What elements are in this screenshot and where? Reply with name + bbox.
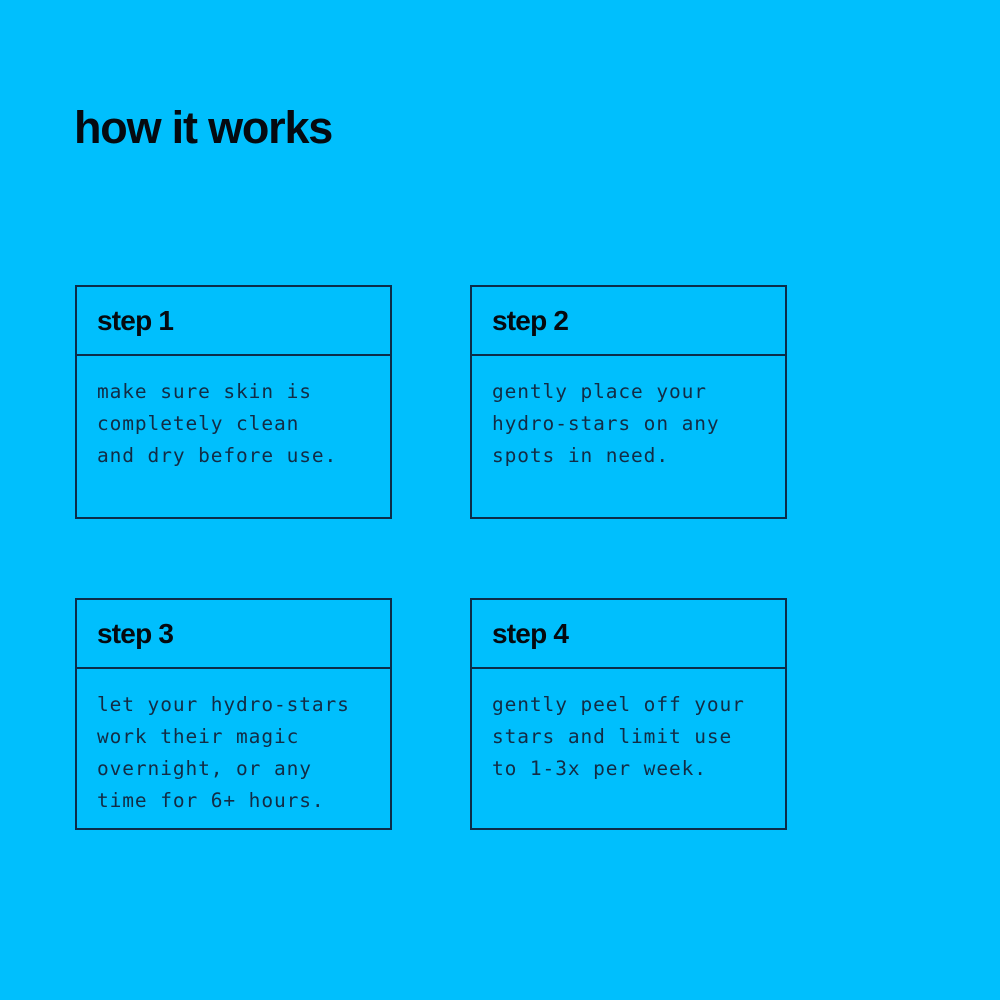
step-card-header-3: step 3 bbox=[77, 600, 390, 669]
step-card-text-2: gently place your hydro-stars on any spo… bbox=[492, 380, 720, 467]
steps-grid: step 1 make sure skin is completely clea… bbox=[75, 285, 787, 830]
step-card-header-4: step 4 bbox=[472, 600, 785, 669]
step-card-body-4: gently peel off your stars and limit use… bbox=[472, 669, 785, 828]
step-card-body-2: gently place your hydro-stars on any spo… bbox=[472, 356, 785, 517]
step-card-text-3: let your hydro-stars work their magic ov… bbox=[97, 693, 350, 812]
page-title: how it works bbox=[74, 102, 333, 153]
step-card-3: step 3 let your hydro-stars work their m… bbox=[75, 598, 392, 830]
step-card-body-1: make sure skin is completely clean and d… bbox=[77, 356, 390, 517]
step-card-label-4: step 4 bbox=[492, 617, 569, 649]
step-card-label-3: step 3 bbox=[97, 617, 174, 649]
step-card-label-2: step 2 bbox=[492, 304, 569, 336]
step-card-header-2: step 2 bbox=[472, 287, 785, 356]
step-card-4: step 4 gently peel off your stars and li… bbox=[470, 598, 787, 830]
step-card-body-3: let your hydro-stars work their magic ov… bbox=[77, 669, 390, 828]
step-card-label-1: step 1 bbox=[97, 304, 174, 336]
step-card-text-1: make sure skin is completely clean and d… bbox=[97, 380, 338, 467]
step-card-1: step 1 make sure skin is completely clea… bbox=[75, 285, 392, 519]
step-card-text-4: gently peel off your stars and limit use… bbox=[492, 693, 745, 780]
step-card-header-1: step 1 bbox=[77, 287, 390, 356]
step-card-2: step 2 gently place your hydro-stars on … bbox=[470, 285, 787, 519]
